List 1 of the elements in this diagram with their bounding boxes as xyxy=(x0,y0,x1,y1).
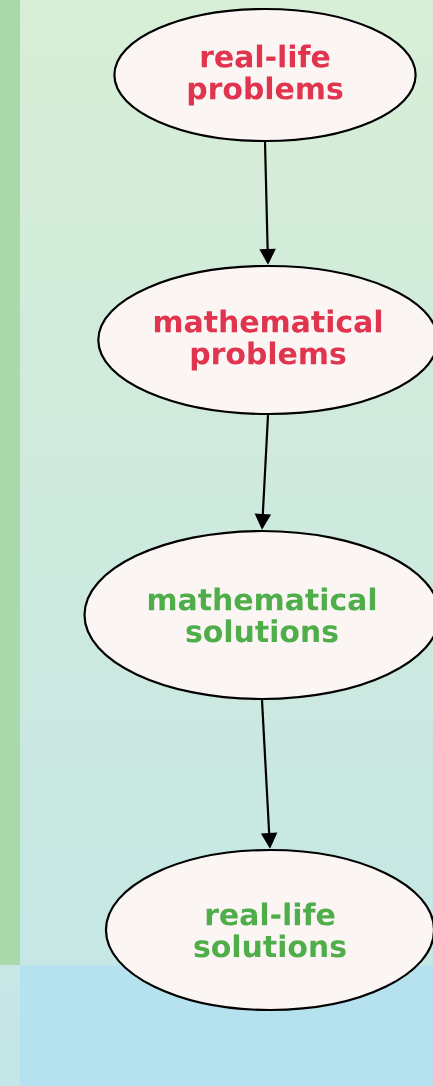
ellipse-node: real-life problems xyxy=(113,7,417,143)
